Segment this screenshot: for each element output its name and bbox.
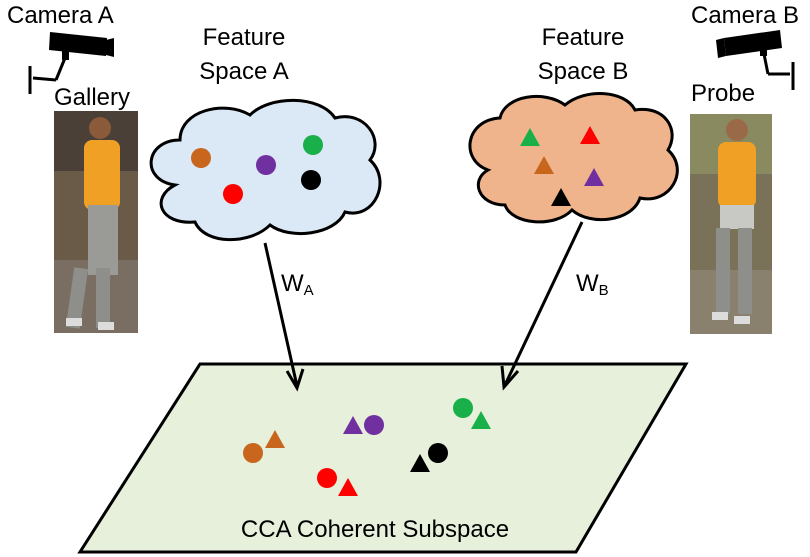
- gallery-label: Gallery: [54, 84, 131, 111]
- subspace-purple-triangle: [343, 416, 363, 434]
- camera-a-icon: [28, 32, 114, 94]
- point-b-red-triangle: [580, 126, 600, 144]
- point-b-green-triangle: [520, 128, 540, 146]
- point-a-purple-circle: [256, 155, 276, 175]
- feature-space-a-line2: Space A: [199, 58, 289, 85]
- projection-a-label: WA: [281, 270, 314, 299]
- subspace-black-triangle: [410, 454, 430, 472]
- subspace-green-circle: [453, 398, 473, 418]
- subspace-purple-circle: [364, 415, 384, 435]
- subspace-orange-circle: [243, 443, 263, 463]
- feature-space-a-line1: Feature: [202, 24, 286, 51]
- feature-space-b-cloud: [468, 92, 679, 224]
- camera-b-label: Camera B: [691, 2, 800, 29]
- point-a-red-circle: [223, 184, 243, 204]
- subspace-red-triangle: [338, 478, 358, 496]
- camera-b-icon: [716, 30, 795, 90]
- point-a-green-circle: [303, 135, 323, 155]
- point-b-orange-triangle: [534, 156, 554, 174]
- probe-person-image: [690, 114, 772, 334]
- feature-space-b-line1: Feature: [541, 24, 625, 51]
- subspace-black-circle: [428, 443, 448, 463]
- subspace-label: CCA Coherent Subspace: [240, 516, 510, 543]
- probe-label: Probe: [691, 80, 756, 107]
- subspace-orange-triangle: [265, 430, 285, 448]
- point-b-purple-triangle: [584, 168, 604, 186]
- subspace-red-circle: [317, 468, 337, 488]
- gallery-person-image: [54, 111, 138, 333]
- cca-subspace-plane: [77, 362, 689, 554]
- projection-arrow-a: [263, 242, 305, 392]
- projection-b-label: WB: [576, 270, 609, 299]
- subspace-green-triangle: [471, 411, 491, 429]
- point-a-orange-circle: [191, 148, 211, 168]
- feature-space-b-line2: Space B: [537, 58, 629, 85]
- projection-arrow-b: [500, 221, 584, 391]
- point-b-black-triangle: [551, 188, 571, 206]
- point-a-black-circle: [301, 170, 321, 190]
- camera-a-label: Camera A: [7, 2, 114, 29]
